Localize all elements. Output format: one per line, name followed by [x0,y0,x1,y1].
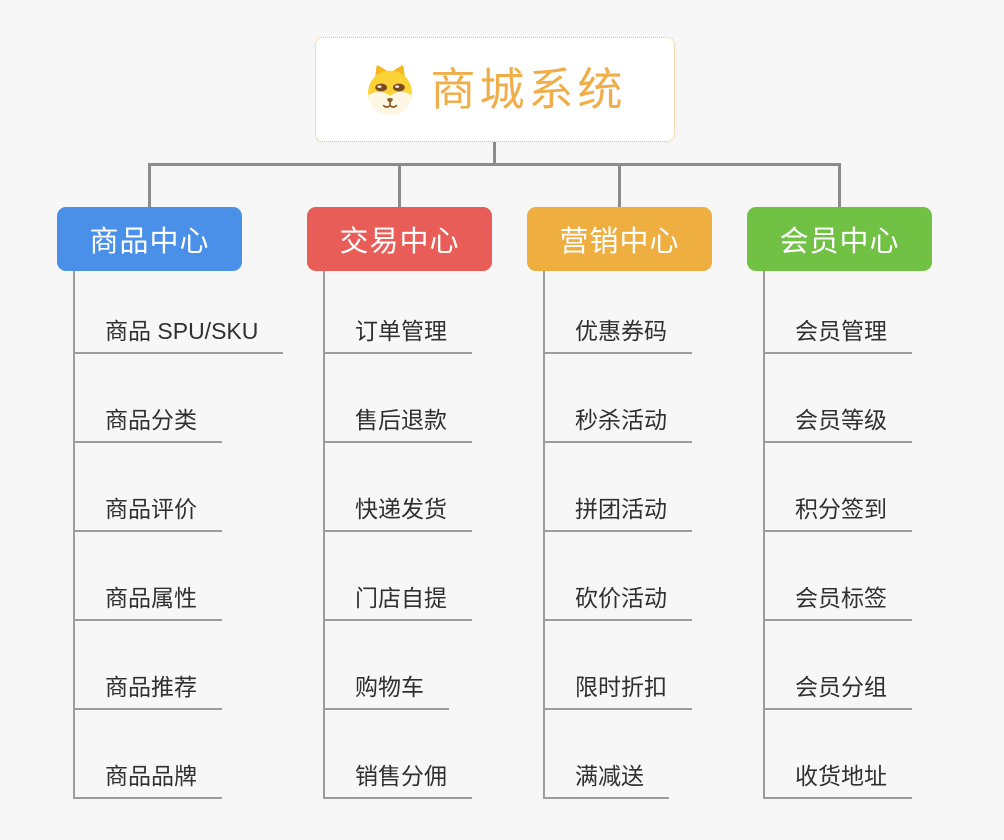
branch-children-product-center: 商品 SPU/SKU 商品分类商品评价商品属性商品推荐商品品牌 [73,271,284,799]
child-node-label[interactable]: 商品分类 [75,407,222,443]
connector-stub-trade [398,163,401,208]
dog-face-icon [363,63,417,117]
branch-node-trade-center[interactable]: 交易中心 [307,207,492,271]
branch-node-member-center[interactable]: 会员中心 [747,207,932,271]
child-node-label[interactable]: 商品属性 [75,585,222,621]
connector-stub-product [148,163,151,208]
child-row: 商品属性 [75,532,283,621]
branch-children-trade-center: 订单管理售后退款快递发货门店自提购物车销售分佣 [323,271,472,799]
child-row: 商品品牌 [75,710,283,799]
child-row: 砍价活动 [545,532,692,621]
child-row: 购物车 [325,621,472,710]
child-row: 商品 SPU/SKU [75,271,284,354]
child-row: 门店自提 [325,532,472,621]
branch-column-marketing-center: 营销中心 优惠券码秒杀活动拼团活动砍价活动限时折扣满减送 [527,207,712,799]
branch-column-trade-center: 交易中心 订单管理售后退款快递发货门店自提购物车销售分佣 [307,207,492,799]
child-node-label[interactable]: 购物车 [325,674,449,710]
child-row: 优惠券码 [545,271,692,354]
connector-root-stub [493,141,496,166]
child-row: 商品分类 [75,354,283,443]
child-row: 限时折扣 [545,621,692,710]
child-row: 商品评价 [75,443,283,532]
child-node-label[interactable]: 售后退款 [325,407,472,443]
connector-stub-member [838,163,841,208]
child-node-label[interactable]: 优惠券码 [545,318,692,354]
root-node[interactable]: 商城系统 [315,37,675,142]
branch-children-member-center: 会员管理会员等级积分签到会员标签会员分组收货地址 [763,271,912,799]
branch-children-marketing-center: 优惠券码秒杀活动拼团活动砍价活动限时折扣满减送 [543,271,692,799]
branch-column-member-center: 会员中心 会员管理会员等级积分签到会员标签会员分组收货地址 [747,207,932,799]
child-node-label[interactable]: 秒杀活动 [545,407,692,443]
child-row: 秒杀活动 [545,354,692,443]
connector-horizontal [149,163,840,166]
child-row: 会员分组 [765,621,912,710]
child-row: 满减送 [545,710,692,799]
child-node-label[interactable]: 砍价活动 [545,585,692,621]
child-row: 快递发货 [325,443,472,532]
child-row: 会员等级 [765,354,912,443]
child-node-label[interactable]: 会员分组 [765,674,912,710]
child-node-label[interactable]: 快递发货 [325,496,472,532]
child-node-label[interactable]: 会员管理 [765,318,912,354]
branch-column-product-center: 商品中心 商品 SPU/SKU 商品分类商品评价商品属性商品推荐商品品牌 [57,207,284,799]
child-node-label[interactable]: 收货地址 [765,763,912,799]
child-node-label[interactable]: 订单管理 [325,318,472,354]
child-row: 收货地址 [765,710,912,799]
child-row: 积分签到 [765,443,912,532]
child-row: 会员标签 [765,532,912,621]
child-node-label[interactable]: 会员等级 [765,407,912,443]
child-node-label[interactable]: 会员标签 [765,585,912,621]
child-node-label[interactable]: 商品评价 [75,496,222,532]
child-node-label[interactable]: 商品品牌 [75,763,222,799]
child-node-label[interactable]: 商品推荐 [75,674,222,710]
child-node-label[interactable]: 积分签到 [765,496,912,532]
child-row: 销售分佣 [325,710,472,799]
child-node-label[interactable]: 销售分佣 [325,763,472,799]
root-title: 商城系统 [430,64,627,115]
connector-stub-marketing [618,163,621,208]
child-node-label[interactable]: 拼团活动 [545,496,692,532]
child-row: 商品推荐 [75,621,283,710]
child-node-label[interactable]: 满减送 [545,763,669,799]
branch-node-product-center[interactable]: 商品中心 [57,207,242,271]
child-node-label[interactable]: 商品 SPU/SKU [75,318,284,354]
child-node-label[interactable]: 限时折扣 [545,674,692,710]
child-row: 拼团活动 [545,443,692,532]
child-row: 售后退款 [325,354,472,443]
child-row: 会员管理 [765,271,912,354]
child-node-label[interactable]: 门店自提 [325,585,472,621]
branch-node-marketing-center[interactable]: 营销中心 [527,207,712,271]
child-row: 订单管理 [325,271,472,354]
